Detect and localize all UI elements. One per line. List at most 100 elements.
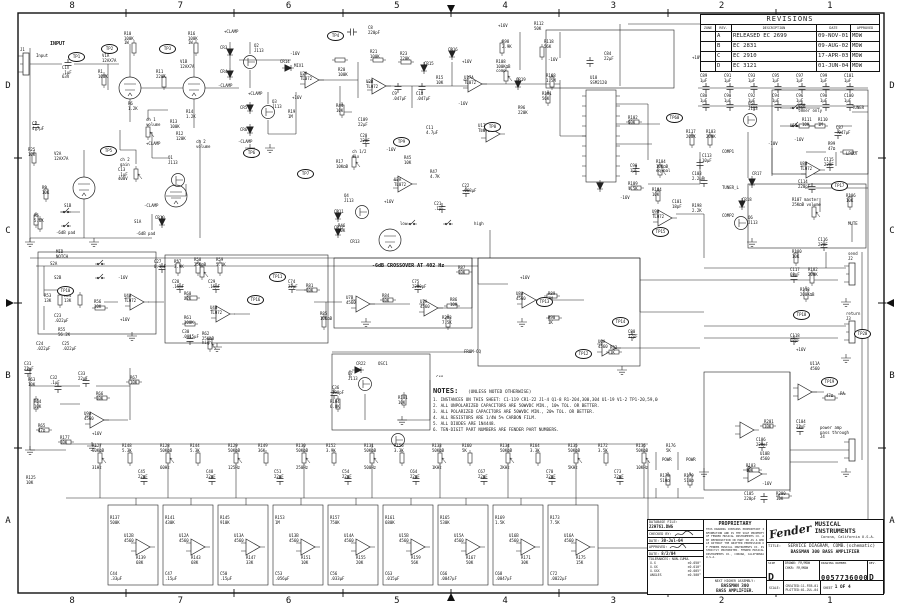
opamp-symbol — [792, 383, 818, 401]
diode-symbol — [351, 366, 365, 374]
revisions-header-cell: DESCRIPTION — [732, 25, 817, 32]
res-symbol — [707, 131, 713, 149]
zone-column-label: 1 — [827, 596, 833, 606]
drawn-cell: DRAWN: FR/MDW CHKR: FR/MDW — [784, 561, 820, 580]
revision-row: C EC 2910 17-APR-03 MDW — [701, 52, 879, 62]
cap-symbol — [826, 160, 834, 172]
pot-symbol — [811, 203, 821, 221]
res-symbol — [131, 39, 137, 57]
res-symbol — [175, 259, 181, 277]
revision-description: EC 2831 — [732, 42, 817, 52]
diode-symbol — [420, 61, 428, 75]
res-symbol — [689, 131, 695, 149]
database-file: DATABASE FILE: 22H761.DWG — [648, 520, 703, 531]
res-symbol — [77, 291, 83, 309]
diode-symbol — [281, 64, 295, 72]
pot-symbol — [505, 449, 515, 467]
res-symbol — [687, 471, 693, 489]
opamp-symbol — [460, 538, 486, 556]
tube-symbol — [72, 176, 96, 200]
revisions-title: REVISIONS — [701, 15, 879, 25]
res-symbol — [101, 71, 107, 89]
res-symbol — [181, 321, 199, 327]
company-name: MUSICAL INSTRUMENTS Corona, California U… — [815, 521, 881, 540]
drawing-number-cell: DRAWING NUMBER 0057736000 — [821, 561, 868, 580]
cap-symbol — [438, 202, 446, 214]
cap-symbol — [82, 376, 90, 388]
res-symbol — [33, 395, 39, 413]
cap-symbol — [212, 282, 220, 294]
res-symbol — [35, 427, 53, 433]
gnd-symbol — [264, 143, 276, 153]
gnd-symbol — [840, 297, 852, 307]
tolerance-row: X.XXX ±0.005" — [648, 569, 703, 573]
pot-symbol — [437, 449, 447, 467]
title-block-main: Fender MUSICAL INSTRUMENTS Corona, Calif… — [767, 520, 883, 594]
revision-date: 09-AUG-02 — [817, 42, 851, 52]
res-symbol — [193, 39, 199, 57]
gnd-symbol — [840, 353, 852, 363]
opamp-symbol — [185, 538, 211, 556]
zone-row-label: C — [5, 225, 11, 236]
opamp-symbol — [418, 299, 444, 317]
next-higher-assembly: NEXT HIGHER ASSEMBLY: BASSMAN 300 BASS A… — [704, 576, 766, 594]
note-line: 1. INSTANCES ON THIS SHEET: C1-119 CR1-2… — [433, 397, 658, 402]
revision-date: 09-NOV-01 — [817, 32, 851, 42]
tube-symbol — [118, 76, 142, 100]
revision-approved: MDW — [852, 63, 863, 69]
res-symbol — [401, 391, 407, 409]
revision-row: A RELEASED EC 2699 09-NOV-01 MDW — [701, 32, 879, 42]
cap-symbol — [418, 82, 426, 94]
res-symbol — [535, 449, 541, 467]
pot-symbol — [657, 161, 667, 179]
opamp-symbol — [515, 538, 541, 556]
cap-symbol — [208, 474, 216, 486]
gnd-symbol — [86, 441, 98, 451]
tolerance-dim: X.X — [650, 561, 656, 565]
diode-symbol — [748, 175, 756, 189]
pot-symbol — [145, 123, 155, 141]
revision-rev: C — [716, 52, 732, 62]
zone-row-label: B — [889, 370, 895, 381]
res-symbol — [303, 287, 321, 293]
res-symbol — [499, 39, 505, 57]
res-symbol — [93, 395, 111, 401]
zone-column-label: 2 — [718, 1, 725, 11]
cap-symbol — [632, 164, 640, 176]
zone-column-label: 4 — [502, 1, 508, 11]
scale-cell: SCALE: — [767, 581, 784, 594]
revision-description: RELEASED EC 2699 — [732, 32, 817, 42]
revision-approved: MDW — [851, 52, 879, 62]
res-symbol — [821, 395, 839, 401]
pot-symbol — [97, 449, 107, 467]
sw-symbol — [60, 221, 72, 228]
opamp-symbol — [462, 75, 488, 93]
opamp-symbol — [480, 125, 506, 143]
res-symbol — [339, 101, 345, 119]
cap-symbol — [820, 240, 828, 252]
gnd-symbol — [396, 415, 408, 425]
sw-symbol — [406, 219, 418, 226]
opamp-symbol — [84, 411, 110, 429]
notes-block: NOTES: (UNLESS NOTED OTHERWISE) 1. INSTA… — [432, 377, 659, 435]
approved-by: APPROVED: — [648, 543, 703, 551]
zone-column-label: 5 — [394, 1, 400, 11]
size-value: D — [768, 572, 775, 580]
sheet-cell: SHEET 1 OF 4 — [823, 585, 851, 590]
tube-symbol — [378, 228, 402, 252]
cap-symbol — [64, 58, 72, 70]
gnd-symbol — [360, 317, 372, 327]
cap-symbol — [412, 474, 420, 486]
cap-symbol — [700, 176, 708, 188]
title-block: DATABASE FILE: 22H761.DWG CHECKED BY: DA… — [647, 519, 884, 595]
drawing-info-row: SIZE D DRAWN: FR/MDW CHKR: FR/MDW DRAWIN… — [767, 561, 883, 581]
pot-symbol — [165, 449, 175, 467]
res-symbol — [91, 305, 109, 311]
revision-approved: MDW — [851, 42, 879, 52]
revision-zone — [701, 62, 716, 71]
sheet-number: 1 OF 4 — [834, 585, 851, 590]
res-symbol — [665, 471, 671, 489]
